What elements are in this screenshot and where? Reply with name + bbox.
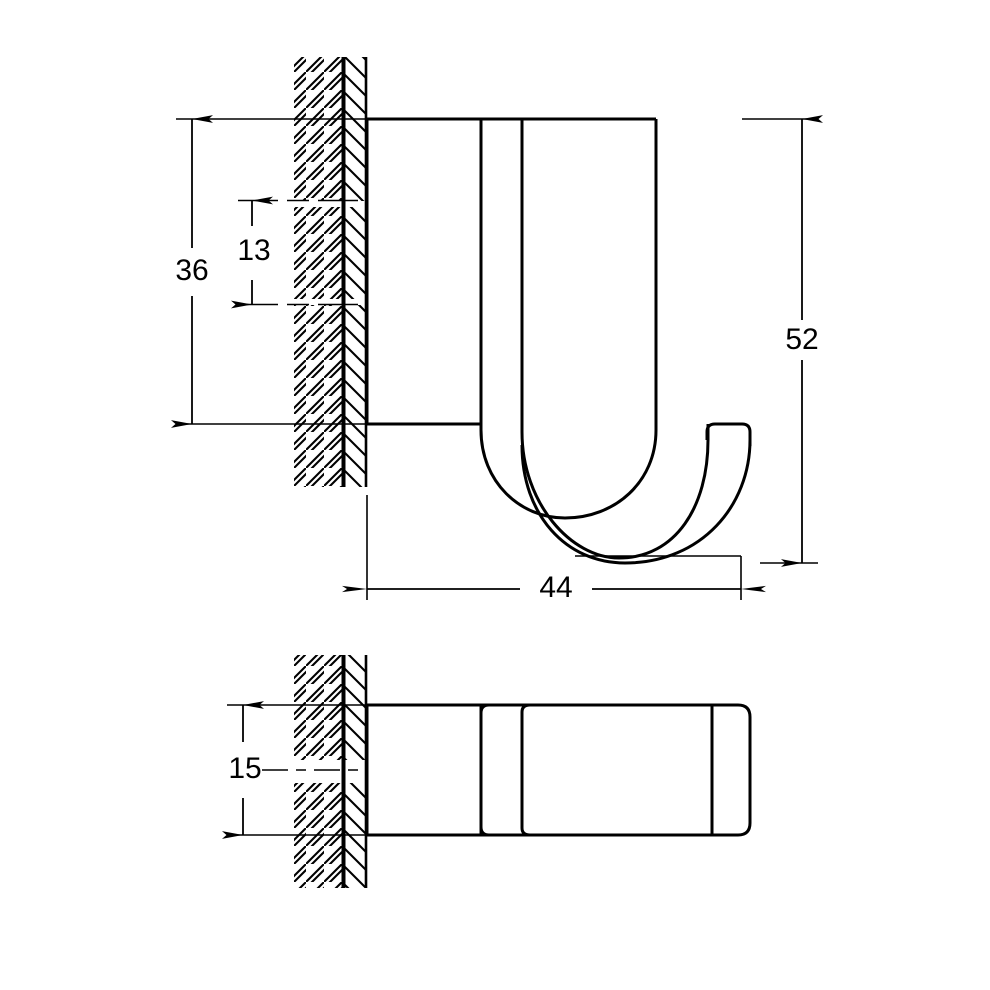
hook-body-plan — [365, 703, 752, 837]
dim-15-label: 15 — [228, 752, 261, 785]
dim-13-label: 13 — [237, 234, 270, 267]
dimension-52: 52 — [742, 115, 823, 567]
hook-tip — [705, 422, 752, 446]
wall-section-middle — [294, 207, 366, 299]
dim-36-label: 36 — [175, 254, 208, 287]
top-plan-view: 15 — [222, 655, 752, 888]
hook-base-plate — [365, 117, 483, 426]
side-elevation-view: 36 13 52 — [171, 57, 823, 604]
wall-section-lower — [294, 305, 366, 487]
hook-tip-outer-edge — [520, 439, 752, 565]
wall-section-upper — [294, 57, 366, 201]
hook-plan-division-2 — [520, 703, 531, 837]
dimension-13: 13 — [231, 196, 366, 309]
hook-inner-profile — [479, 119, 658, 520]
hook-plan-division-2b — [479, 703, 490, 837]
dim-44-label: 44 — [539, 571, 572, 604]
wall-section-plan-upper — [294, 655, 366, 760]
dimension-15: 15 — [222, 701, 372, 839]
dim-52-label: 52 — [785, 323, 818, 356]
dimension-36: 36 — [171, 115, 372, 428]
hook-outer-profile — [520, 119, 710, 560]
dimension-44: 44 — [342, 495, 766, 604]
